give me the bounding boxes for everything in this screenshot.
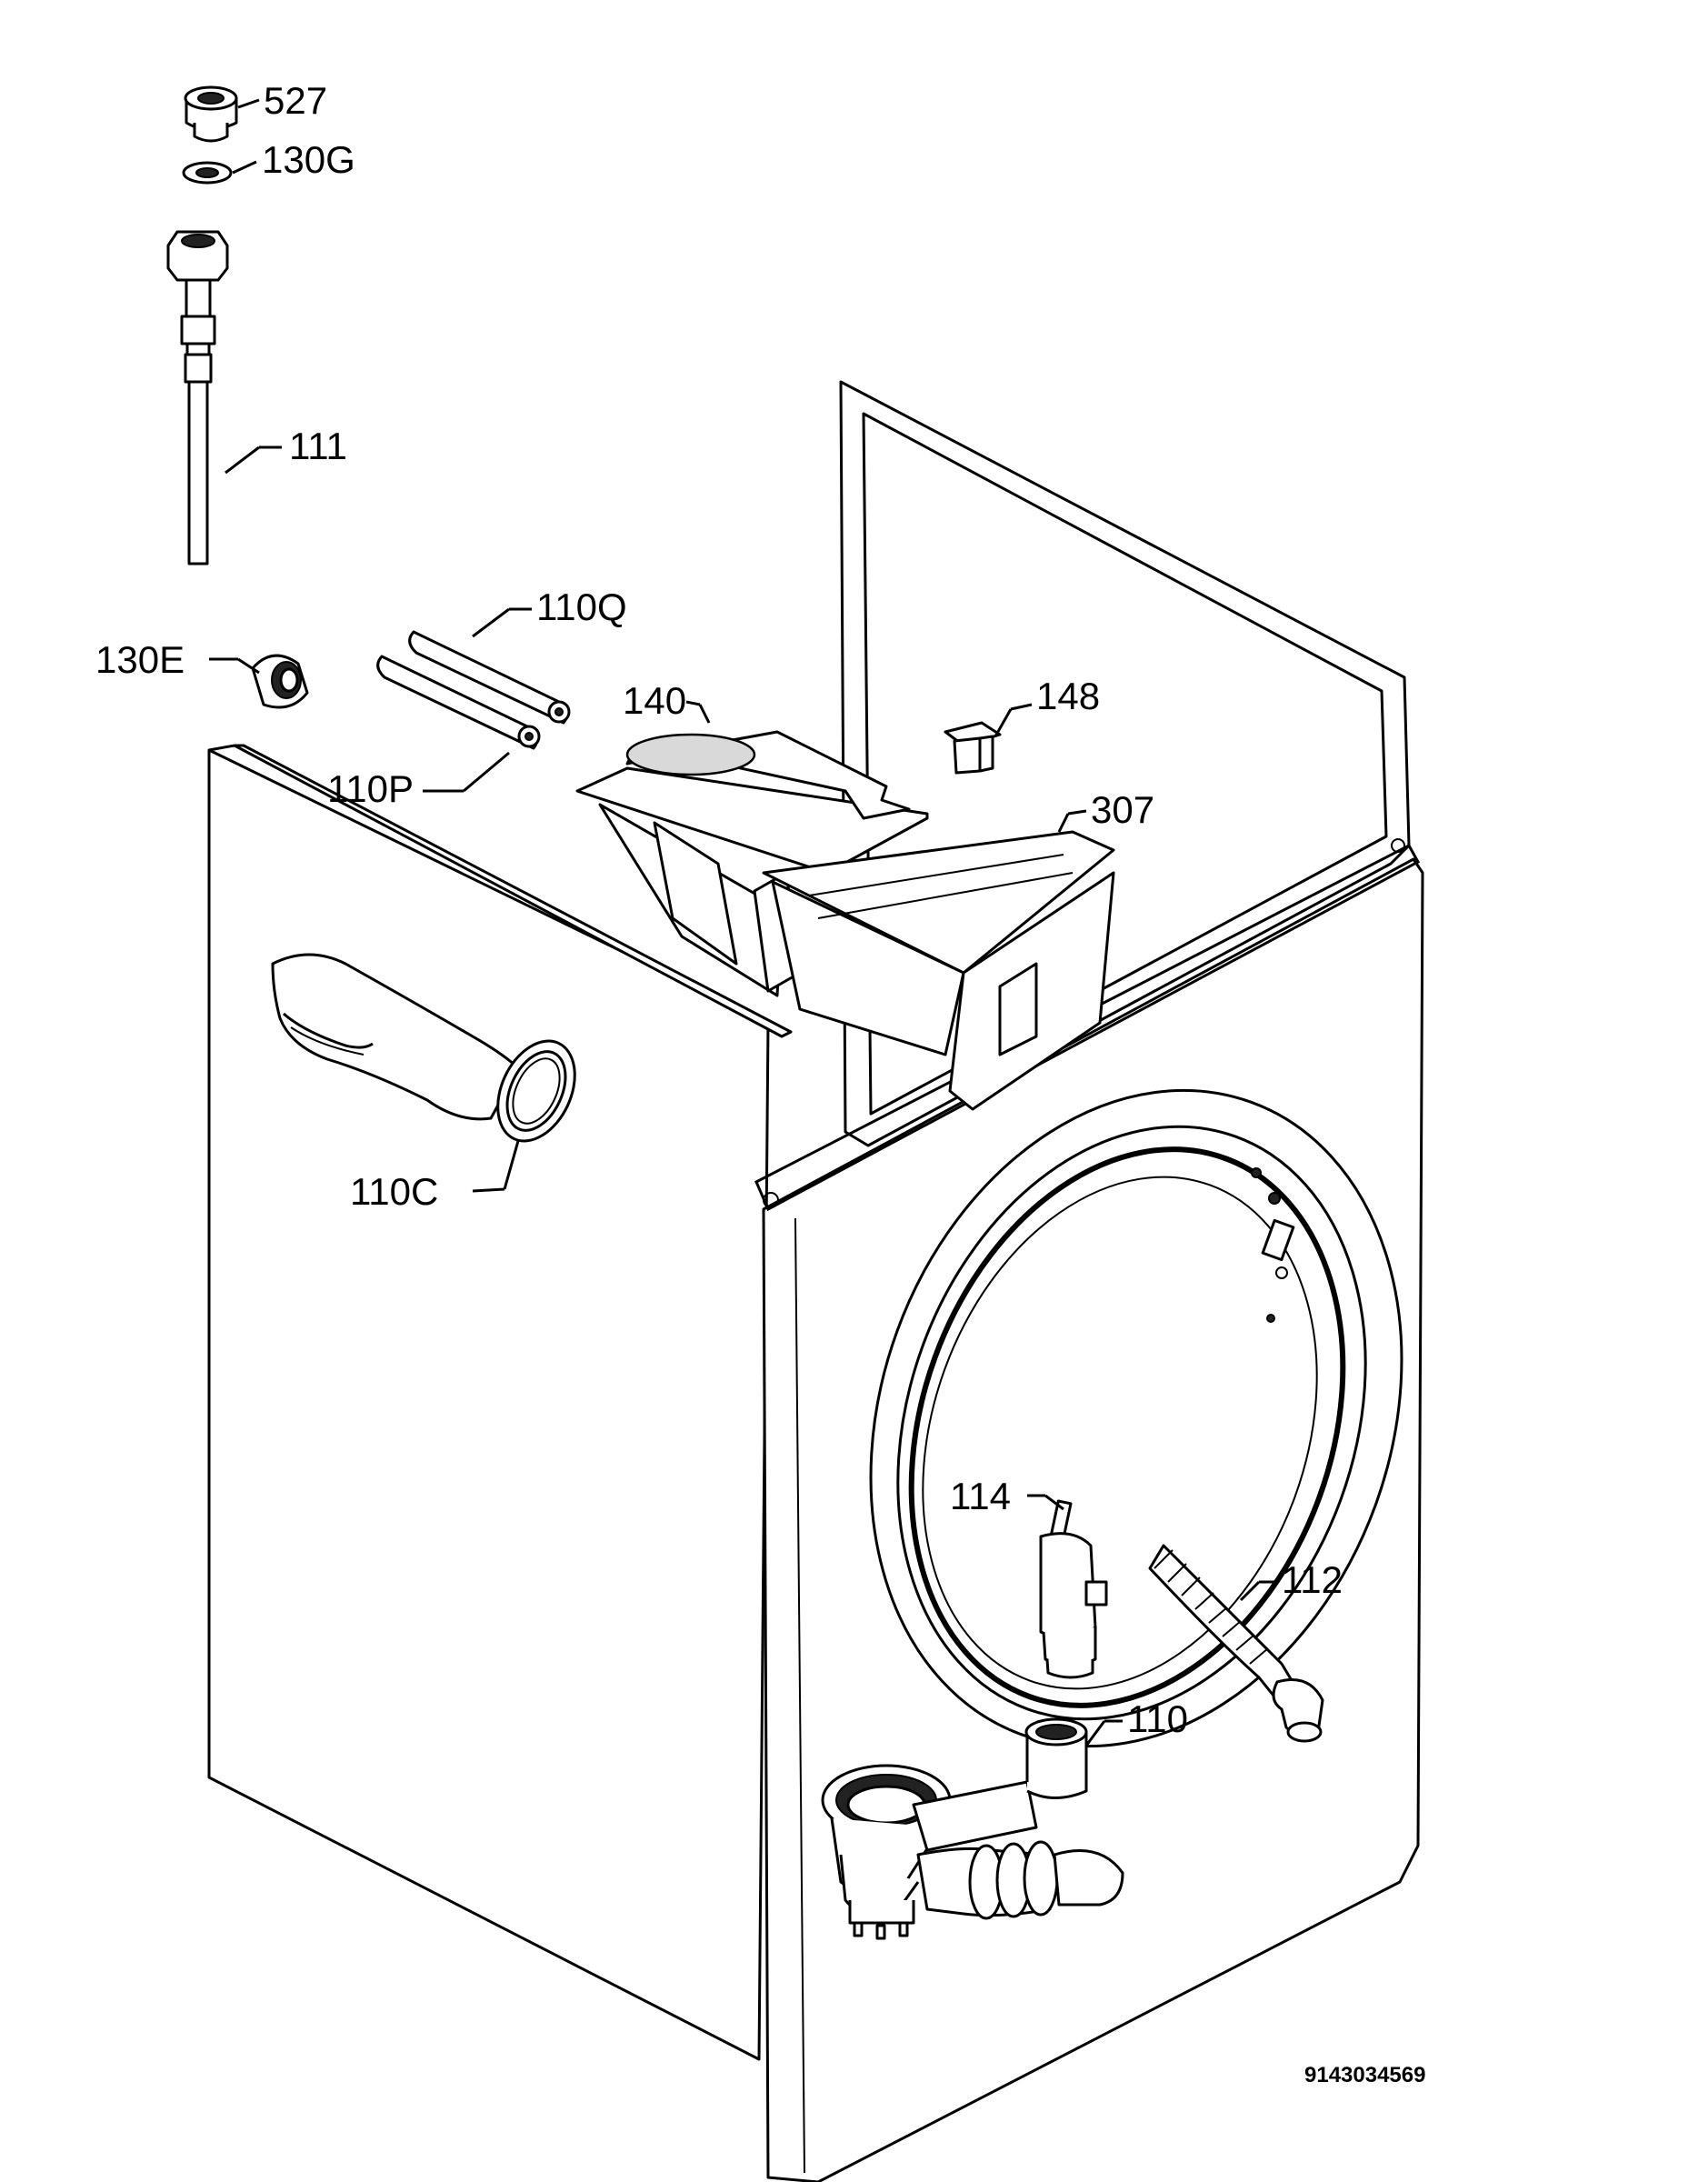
cabinet-side-panel <box>207 744 793 2061</box>
label-527: 527 <box>264 79 327 122</box>
label-114: 114 <box>950 1475 1011 1517</box>
part-148-clip: 148 <box>944 675 1100 775</box>
label-110: 110 <box>1127 1697 1188 1740</box>
label-110C: 110C <box>350 1170 438 1213</box>
part-112-corrugated-hose: 112 <box>1148 1544 1343 1743</box>
label-112: 112 <box>1282 1558 1343 1601</box>
part-130G-washer: 130G <box>182 138 355 185</box>
label-130E: 130E <box>95 638 185 681</box>
part-130E-grommet: 130E <box>95 638 309 709</box>
label-140: 140 <box>623 679 686 722</box>
label-148: 148 <box>1036 675 1100 717</box>
part-307-dispenser-drawer: 307 <box>762 788 1154 1111</box>
label-111: 111 <box>289 425 347 467</box>
part-110Q-tube: 110Q <box>408 586 627 725</box>
label-110Q: 110Q <box>536 586 627 628</box>
document-id: 9143034569 <box>1304 2063 1425 2087</box>
part-110P-tube: 110P <box>327 655 541 810</box>
label-307: 307 <box>1091 788 1154 831</box>
part-527-nut: 527 <box>184 79 327 143</box>
part-114-pressure-chamber: 114 <box>950 1475 1108 1679</box>
label-110P: 110P <box>327 767 414 810</box>
label-130G: 130G <box>262 138 355 181</box>
part-110C-hose: 110C <box>271 953 576 1213</box>
part-140-dispenser-housing: 140 <box>575 679 929 997</box>
part-110-sump-hose: 110 <box>821 1697 1188 1940</box>
part-111-inlet-hose: 111 <box>166 230 347 566</box>
